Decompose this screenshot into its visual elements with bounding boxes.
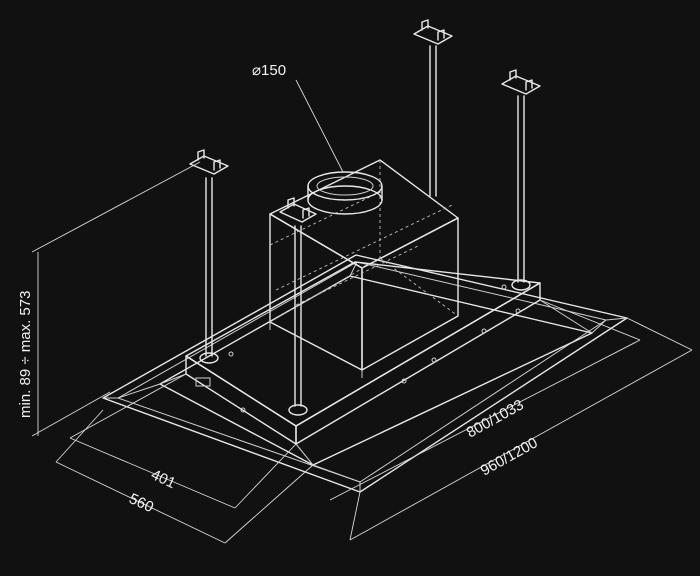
suspension-rod-right <box>501 69 541 291</box>
duct-collar <box>307 171 383 215</box>
hood-outer-frame <box>102 254 628 493</box>
suspension-rod-back <box>413 19 453 197</box>
height-dimension: min. 89 ÷ max. 573 <box>17 161 201 437</box>
chimney-box <box>269 159 459 378</box>
width-outer-label: 960/1200 <box>478 434 541 479</box>
depth-dimensions: 401 560 <box>55 373 314 544</box>
width-dimensions: 800/1033 960/1200 <box>329 299 693 541</box>
depth-inner-label: 401 <box>148 466 178 492</box>
depth-outer-label: 560 <box>126 490 156 516</box>
height-label: min. 89 ÷ max. 573 <box>17 291 34 418</box>
duct-diameter-label: ⌀150 <box>252 62 286 79</box>
duct-diameter-dimension: ⌀150 <box>252 62 344 173</box>
hood-body <box>159 261 593 466</box>
suspension-rod-left <box>189 149 229 364</box>
suspension-rod-front <box>279 197 317 416</box>
